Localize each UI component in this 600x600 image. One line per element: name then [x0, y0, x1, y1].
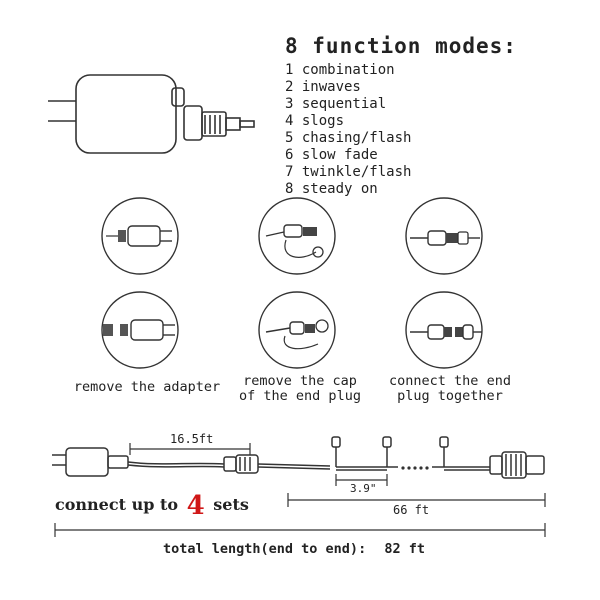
caption-line: plug together	[397, 388, 503, 404]
step-remove-cap-top	[258, 197, 336, 275]
lead-length-label: 16.5ft	[170, 432, 214, 446]
mode-item: 3 sequential	[285, 96, 387, 112]
light-string-icon	[52, 436, 545, 479]
caption-remove-adapter: remove the adapter	[73, 379, 221, 395]
mode-item: 6 slow fade	[285, 147, 378, 163]
string-length-label: 66 ft	[393, 503, 430, 517]
total-value: 82 ft	[384, 541, 425, 557]
step-remove-cap-bottom	[258, 291, 336, 369]
mode-item: 1 combination	[285, 62, 395, 78]
step-connect-top	[405, 197, 483, 275]
power-adapter-icon	[48, 74, 255, 154]
mode-item: 4 slogs	[285, 113, 345, 129]
string-length-line	[287, 493, 546, 507]
spacing-dimension-line	[335, 474, 388, 486]
mode-item: 7 twinkle/flash	[285, 164, 412, 180]
connect-suffix: sets	[213, 495, 249, 514]
caption-line: connect the end	[389, 373, 511, 389]
step-remove-adapter-bottom	[101, 291, 179, 369]
bulb-spacing-label: 3.9"	[350, 482, 377, 495]
step-connect-bottom	[405, 291, 483, 369]
caption-remove-cap: remove the cap of the end plug	[230, 374, 370, 404]
mode-item: 2 inwaves	[285, 79, 361, 95]
caption-connect: connect the end plug together	[380, 374, 520, 404]
connect-count: 4	[186, 491, 205, 521]
mode-item: 5 chasing/flash	[285, 130, 412, 146]
modes-list: 1 combination 2 inwaves 3 sequential 4 s…	[285, 62, 411, 198]
total-length-line	[54, 523, 546, 537]
modes-title: 8 function modes:	[285, 34, 517, 58]
lead-dimension-line	[129, 443, 251, 455]
caption-line: remove the cap	[243, 373, 357, 389]
step-remove-adapter-top	[101, 197, 179, 275]
total-length-label: total length(end to end): 82 ft	[163, 541, 425, 557]
mode-item: 8 steady on	[285, 181, 378, 197]
dotted-continuation	[401, 466, 429, 470]
caption-line: of the end plug	[239, 388, 361, 404]
total-prefix: total length(end to end):	[163, 541, 367, 557]
connect-prefix: connect up to	[55, 495, 179, 514]
connect-sets-label: connect up to 4 sets	[55, 491, 249, 521]
